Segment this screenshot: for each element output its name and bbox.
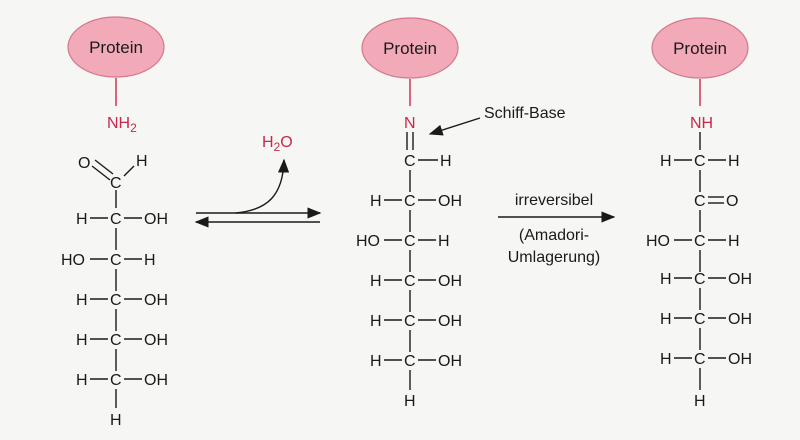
svg-text:H: H — [76, 292, 88, 309]
svg-text:C: C — [694, 351, 706, 368]
svg-text:H: H — [370, 353, 382, 370]
svg-text:OH: OH — [728, 351, 752, 368]
svg-text:C: C — [694, 271, 706, 288]
svg-text:C: C — [110, 252, 122, 269]
svg-text:OH: OH — [438, 273, 462, 290]
schiff-base-label: Schiff-Base — [484, 105, 566, 122]
arrow-text-line3: Umlagerung) — [508, 249, 600, 266]
water-label: H2O — [262, 134, 293, 154]
svg-text:HO: HO — [646, 233, 670, 250]
svg-text:OH: OH — [438, 313, 462, 330]
svg-text:OH: OH — [438, 353, 462, 370]
imine-h: H — [440, 153, 452, 170]
svg-text:C: C — [694, 233, 706, 250]
svg-text:H: H — [370, 313, 382, 330]
glucose-chain: H C OH HO C H H C OH H C OH H C OH H — [61, 211, 168, 429]
protein-1: Protein — [67, 16, 165, 78]
aldehyde-c: C — [110, 175, 122, 192]
svg-text:C: C — [404, 353, 416, 370]
svg-text:H: H — [660, 311, 672, 328]
svg-text:HO: HO — [356, 233, 380, 250]
svg-text:H: H — [660, 271, 672, 288]
svg-text:C: C — [694, 153, 706, 170]
svg-text:H: H — [76, 372, 88, 389]
amadori-chain: H C H C O HO C H H C OH H C OH H C OH — [646, 153, 752, 410]
svg-text:H: H — [144, 252, 156, 269]
svg-text:C: C — [694, 193, 706, 210]
svg-text:OH: OH — [728, 271, 752, 288]
svg-text:O: O — [726, 193, 738, 210]
protein-2-label: Protein — [383, 39, 437, 58]
protein-2: Protein — [361, 17, 459, 79]
svg-text:H: H — [660, 351, 672, 368]
svg-text:C: C — [110, 211, 122, 228]
svg-text:OH: OH — [144, 292, 168, 309]
svg-text:H: H — [370, 193, 382, 210]
arrow-text-line2: (Amadori- — [519, 227, 589, 244]
svg-text:H: H — [110, 412, 122, 429]
svg-text:OH: OH — [438, 193, 462, 210]
imine-n: N — [404, 115, 416, 132]
svg-text:OH: OH — [728, 311, 752, 328]
svg-text:C: C — [110, 372, 122, 389]
svg-text:H: H — [438, 233, 450, 250]
protein-3: Protein — [651, 17, 749, 79]
svg-text:C: C — [404, 233, 416, 250]
svg-text:C: C — [110, 292, 122, 309]
protein-3-label: Protein — [673, 39, 727, 58]
imine-c: C — [404, 153, 416, 170]
svg-text:C: C — [404, 273, 416, 290]
svg-text:H: H — [76, 332, 88, 349]
aldehyde-h: H — [136, 153, 148, 170]
svg-text:H: H — [728, 233, 740, 250]
svg-text:H: H — [660, 153, 672, 170]
svg-text:OH: OH — [144, 332, 168, 349]
svg-text:C: C — [694, 311, 706, 328]
svg-text:H: H — [76, 211, 88, 228]
svg-text:OH: OH — [144, 211, 168, 228]
arrow-text-line1: irreversibel — [515, 192, 593, 209]
svg-text:OH: OH — [144, 372, 168, 389]
aldehyde-o: O — [78, 155, 90, 172]
svg-text:H: H — [404, 393, 416, 410]
svg-text:H: H — [728, 153, 740, 170]
svg-text:HO: HO — [61, 252, 85, 269]
svg-text:C: C — [404, 193, 416, 210]
schiff-chain: H C OH HO C H H C OH H C OH H C OH H — [356, 193, 462, 410]
svg-text:C: C — [404, 313, 416, 330]
svg-text:H: H — [694, 393, 706, 410]
equilibrium-arrows — [194, 158, 322, 228]
svg-text:C: C — [110, 332, 122, 349]
protein-1-label: Protein — [89, 38, 143, 57]
amine-group: NH2 — [107, 115, 137, 135]
svg-text:H: H — [370, 273, 382, 290]
amadori-nh: NH — [690, 115, 713, 132]
